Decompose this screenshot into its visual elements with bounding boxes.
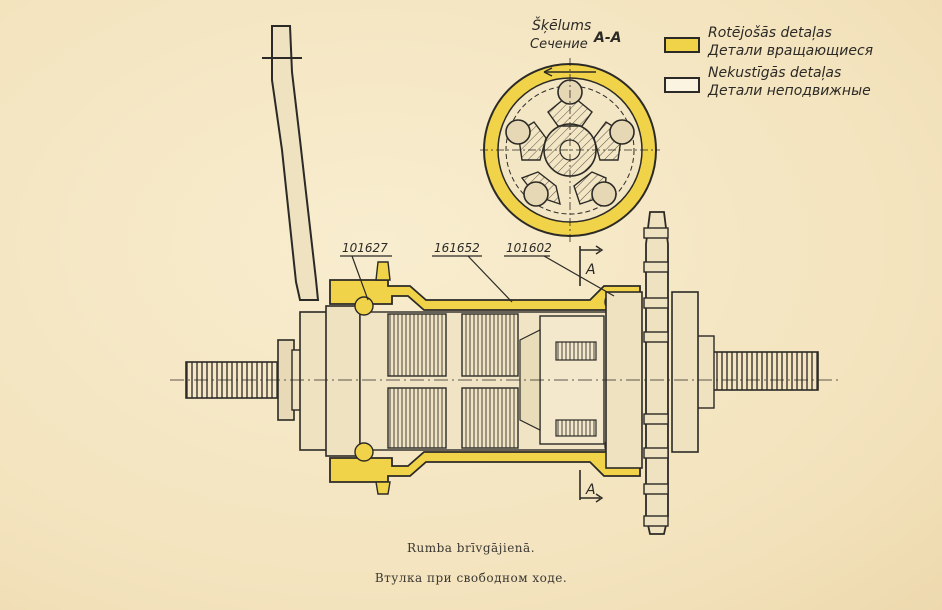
- section-arrow-label-bottom: A: [585, 482, 596, 498]
- legend-fixed-lv: Nekustīgās detaļas: [708, 65, 841, 81]
- section-mark-top: [579, 245, 604, 286]
- sprocket: [643, 211, 669, 535]
- part-number-1: 101627: [342, 241, 388, 255]
- caption-russian: Втулка при свободном ходе.: [374, 571, 568, 585]
- legend-rotating-ru: Детали вращающиеся: [707, 43, 873, 59]
- legend-swatch-fixed: [664, 77, 700, 93]
- legend-fixed-ru: Детали неподвижные: [707, 83, 871, 99]
- left-cone: [299, 305, 361, 457]
- section-arrow-label-top: A: [585, 262, 596, 278]
- brake-arm: [262, 25, 320, 301]
- section-title-lv: Šķēlums: [532, 16, 591, 34]
- section-title-ru: Сечение: [530, 37, 588, 52]
- cross-section-a-a: [480, 58, 660, 242]
- part-number-2: 161652: [434, 241, 480, 255]
- hub-shell-rotating: [329, 261, 641, 495]
- inner-mechanism: [359, 311, 611, 451]
- leader-lines: [340, 255, 615, 303]
- legend-rotating-lv: Rotējošās detaļas: [708, 25, 832, 41]
- caption-latvian: Rumba brīvgājienā.: [406, 541, 536, 555]
- section-mark-label: A-A: [593, 30, 621, 46]
- part-number-3: 101602: [506, 241, 552, 255]
- legend-swatch-rotating: [664, 37, 700, 53]
- axle-right-thread: [695, 335, 819, 409]
- section-mark-bottom: [579, 470, 604, 503]
